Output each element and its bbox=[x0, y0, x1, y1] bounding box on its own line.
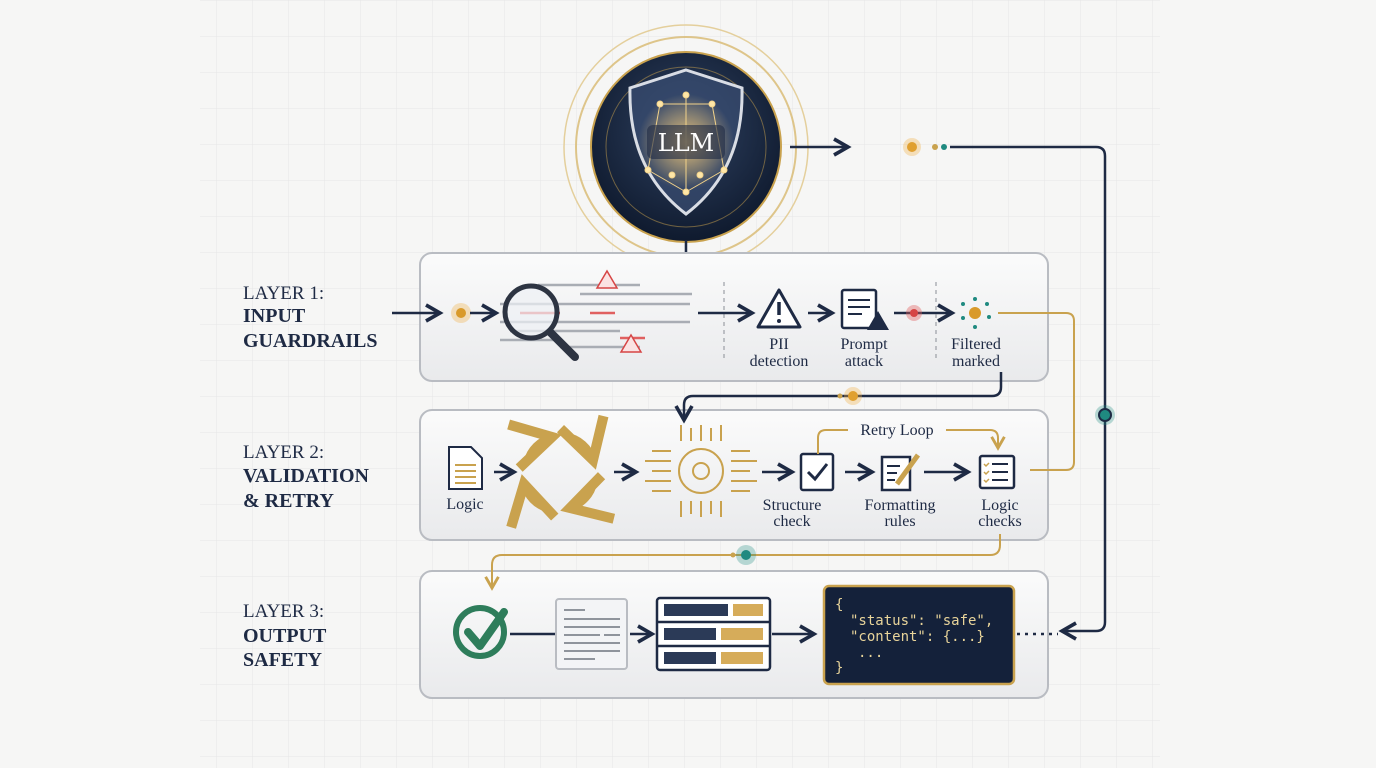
bypass-connector bbox=[790, 137, 1115, 641]
svg-text:LAYER 2:: LAYER 2: bbox=[243, 442, 324, 463]
llm-core: LLM bbox=[563, 24, 809, 270]
warning-icon bbox=[595, 269, 643, 353]
step-pii-line2: detection bbox=[750, 353, 809, 370]
layer1-to-layer2-connector bbox=[674, 372, 1003, 424]
retry-loop-label: Retry Loop bbox=[860, 422, 933, 439]
layer1-flow: PII detection Prompt attack Filtered mar… bbox=[392, 269, 1001, 370]
svg-text:LAYER 3:: LAYER 3: bbox=[243, 601, 324, 622]
json-output-panel: { "status": "safe", "content": {...} ...… bbox=[822, 584, 1016, 686]
layer1-label: LAYER 1: INPUT GUARDRAILS bbox=[243, 283, 377, 352]
step-filtered-line2: marked bbox=[952, 353, 1000, 370]
svg-text:LAYER 1:: LAYER 1: bbox=[243, 283, 324, 304]
layer3-label: LAYER 3: OUTPUT SAFETY bbox=[243, 601, 327, 671]
svg-text:SAFETY: SAFETY bbox=[243, 649, 322, 671]
document-icon bbox=[448, 446, 483, 490]
svg-text:& RETRY: & RETRY bbox=[243, 490, 335, 512]
step-logic-checks-line1: Logic bbox=[981, 497, 1018, 514]
step-structure-line2: check bbox=[773, 513, 810, 530]
network-icon bbox=[644, 91, 728, 196]
layer2-label: LAYER 2: VALIDATION & RETRY bbox=[243, 442, 370, 512]
step-filtered-line1: Filtered bbox=[951, 336, 1001, 353]
circuit-chip-icon bbox=[645, 425, 757, 517]
svg-text:INPUT: INPUT bbox=[243, 305, 306, 327]
table-icon bbox=[655, 596, 772, 672]
svg-text:}: } bbox=[835, 660, 843, 676]
structure-check-icon bbox=[799, 452, 835, 492]
step-formatting-line1: Formatting bbox=[864, 497, 935, 514]
step-structure-line1: Structure bbox=[763, 497, 822, 514]
step-logic-checks-line2: checks bbox=[978, 513, 1022, 530]
layer3-flow: { "status": "safe", "content": {...} ...… bbox=[453, 584, 1058, 686]
svg-text:"status": "safe",: "status": "safe", bbox=[850, 613, 993, 629]
step-pii-line1: PII bbox=[769, 336, 789, 353]
svg-text:...: ... bbox=[858, 645, 883, 661]
layer2-flow: Logic Structure check Formatti bbox=[446, 414, 1022, 530]
step-formatting-line2: rules bbox=[884, 513, 915, 530]
svg-text:{: { bbox=[835, 597, 843, 613]
svg-text:GUARDRAILS: GUARDRAILS bbox=[243, 330, 377, 352]
llm-label: LLM bbox=[658, 129, 714, 157]
report-document-icon bbox=[555, 598, 628, 670]
svg-text:"content": {...}: "content": {...} bbox=[850, 629, 985, 645]
check-circle-icon bbox=[453, 605, 508, 659]
magnifier-icon bbox=[502, 283, 579, 361]
formatting-pencil-icon bbox=[880, 453, 921, 492]
step-prompt-line1: Prompt bbox=[840, 336, 888, 353]
retry-loop: Retry Loop bbox=[817, 422, 1006, 454]
filter-dots-icon bbox=[961, 297, 991, 329]
step-logic: Logic bbox=[446, 496, 483, 513]
gold-side-connector bbox=[998, 312, 1075, 471]
cycle-arrows-icon bbox=[506, 414, 616, 529]
svg-text:VALIDATION: VALIDATION bbox=[243, 465, 370, 487]
pii-warning-icon bbox=[756, 288, 802, 329]
svg-text:OUTPUT: OUTPUT bbox=[243, 625, 327, 647]
checklist-icon bbox=[978, 454, 1016, 490]
step-prompt-line2: attack bbox=[845, 353, 883, 370]
layer2-to-layer3-connector bbox=[484, 534, 1001, 591]
prompt-attack-icon bbox=[840, 288, 889, 330]
